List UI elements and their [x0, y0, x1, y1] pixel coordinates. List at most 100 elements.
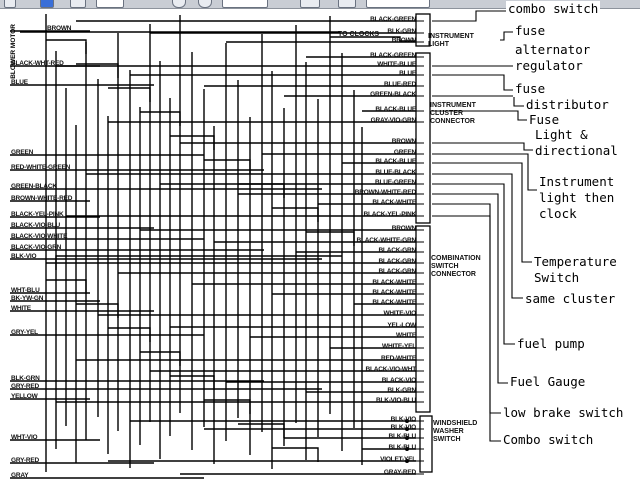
right-wire-label: GRAY-VIO-GRN — [370, 117, 417, 124]
annotation-label: Light & directional — [533, 127, 620, 159]
page-field[interactable] — [96, 0, 124, 8]
annotation-label: fuse — [513, 81, 548, 97]
left-wire-label: BROWN-WHITE-RED — [11, 195, 73, 202]
left-wire-label: BLACK-WHT-RED — [11, 60, 64, 67]
annotation-label: alternator regulator — [513, 42, 593, 74]
annotation-label: fuel pump — [515, 336, 587, 352]
annotation-leader — [432, 142, 533, 151]
left-wire-label: BLACK-YEL-PINK — [11, 211, 64, 218]
splice-dot — [405, 459, 409, 463]
right-wire-label: BLACK-GREEN — [370, 52, 416, 59]
left-wire-label: BLACK-VIO-WHITE — [11, 233, 68, 240]
instrument-cluster-connector-label: INSTRUMENT CLUSTER CONNECTOR — [430, 102, 476, 125]
right-wire-label: BLUE — [399, 70, 416, 77]
combination-switch-connector-label: COMBINATION SWITCH CONNECTOR — [431, 255, 481, 278]
right-wire-label: WHITE-VIO — [383, 310, 416, 317]
nav-icon[interactable] — [70, 0, 86, 8]
instrument-light-block — [415, 13, 431, 47]
right-wire-label: BLACK-GRN — [378, 258, 416, 265]
right-wire-label: GREEN-BLACK — [370, 91, 416, 98]
right-wire-label: BLK-VIO — [390, 416, 417, 423]
splice-dot — [405, 419, 409, 423]
right-wire-label: RED-WHITE — [380, 355, 416, 362]
left-wire-label: BROWN — [47, 25, 72, 32]
wire — [238, 423, 285, 438]
left-wire-label: WHITE — [11, 305, 31, 312]
toolbar-button[interactable] — [4, 0, 16, 8]
wire-group — [10, 14, 416, 479]
right-wire-label: BLACK-WHITE — [372, 299, 416, 306]
to-clocks-label: TO CLOCKS — [338, 31, 380, 38]
right-wire-label: BLUE-RED — [384, 81, 416, 88]
right-wire-label: BLACK-WHITE-GRN — [356, 237, 417, 244]
right-wire-label: BLK-GRN — [387, 387, 416, 394]
wire — [272, 447, 319, 462]
annotation-label: Fuse — [527, 112, 562, 128]
left-wire-label: GRAY — [11, 472, 29, 479]
right-wire-label: BLACK-WHITE — [372, 199, 416, 206]
right-wire-label: BROWN-WHITE-RED — [354, 189, 416, 196]
right-wire-label: BLACK-BLUE — [375, 158, 416, 165]
zoom-field[interactable] — [222, 0, 268, 8]
find-field[interactable]: PRE — [366, 0, 430, 8]
annotation-label: Fuel Gauge — [508, 374, 588, 390]
annotation-leader — [432, 203, 501, 414]
windshield-washer-switch-label: WINDSHIELD WASHER SWITCH — [433, 420, 478, 443]
right-wire-label: BLACK-YEL-PINK — [363, 211, 417, 218]
right-wire-label: GRAY-RED — [383, 469, 416, 476]
right-wire-label: BLK-VIO — [390, 424, 417, 431]
wire — [272, 207, 319, 222]
right-wire-label: BLACK-BLUE — [375, 106, 416, 113]
zoom-out-icon[interactable] — [172, 0, 186, 8]
wire — [204, 399, 251, 414]
right-wire-label: BLUE-GREEN — [375, 179, 416, 186]
annotation-leader — [432, 193, 508, 384]
instrument-light-label: INSTRUMENT LIGHT — [428, 33, 474, 48]
annotation-leader — [432, 74, 513, 91]
right-wire-label: YEL-LOW — [387, 322, 416, 329]
right-wire-label: BLACK-WHITE — [372, 279, 416, 286]
wire — [204, 159, 251, 174]
instrument-cluster-block — [415, 52, 431, 224]
left-wire-label: GREEN — [11, 149, 34, 156]
wire — [140, 111, 181, 126]
left-wire-label: BLK-VIO — [11, 253, 37, 260]
left-wire-label: YELLOW — [11, 393, 38, 400]
viewer-toolbar: PRE — [0, 0, 640, 9]
fit-icon[interactable] — [300, 0, 320, 8]
splice-dot — [405, 436, 409, 440]
annotation-leader — [432, 162, 532, 263]
annotation-label: Combo switch — [501, 432, 596, 448]
wire — [76, 303, 119, 318]
annotation-leader — [432, 10, 506, 22]
right-wire-label: BLACK-VIO — [381, 377, 417, 384]
wire — [108, 87, 151, 102]
wire — [46, 279, 87, 294]
right-wire-label: BLACK-GRN — [378, 268, 416, 275]
right-wire-label: BLK-BLU — [388, 433, 417, 440]
right-wire-label: WHITE-BLUE — [377, 61, 416, 68]
annotation-label: distributor — [524, 97, 611, 113]
right-wire-label: BLK-BLU — [388, 444, 417, 451]
combination-switch-block — [415, 225, 431, 413]
wire — [170, 135, 215, 150]
annotation-label: same cluster — [523, 291, 618, 307]
left-wire-label: BLK-GRN — [11, 375, 40, 382]
right-wire-label: WHITE-YEL — [382, 343, 416, 350]
zoom-in-icon[interactable] — [198, 0, 212, 8]
annotation-label: Temperature Switch — [532, 254, 619, 286]
connector-blocks — [405, 13, 433, 475]
wire — [55, 255, 342, 270]
annotation-leader — [500, 31, 513, 41]
left-wire-label: RED-WHITE-GREEN — [11, 164, 71, 171]
annotation-leader — [432, 110, 527, 121]
download-icon[interactable] — [338, 0, 356, 8]
wire — [170, 375, 215, 390]
save-icon[interactable] — [40, 0, 54, 8]
annotation-leader — [432, 95, 524, 107]
wire — [140, 351, 181, 366]
right-wire-label: GREEN — [393, 149, 416, 156]
right-wire-label: BLACK-GRN — [378, 247, 416, 254]
annotation-label: fuse — [513, 23, 548, 39]
left-wire-label: BLACK-VIO-BLU — [11, 222, 61, 229]
